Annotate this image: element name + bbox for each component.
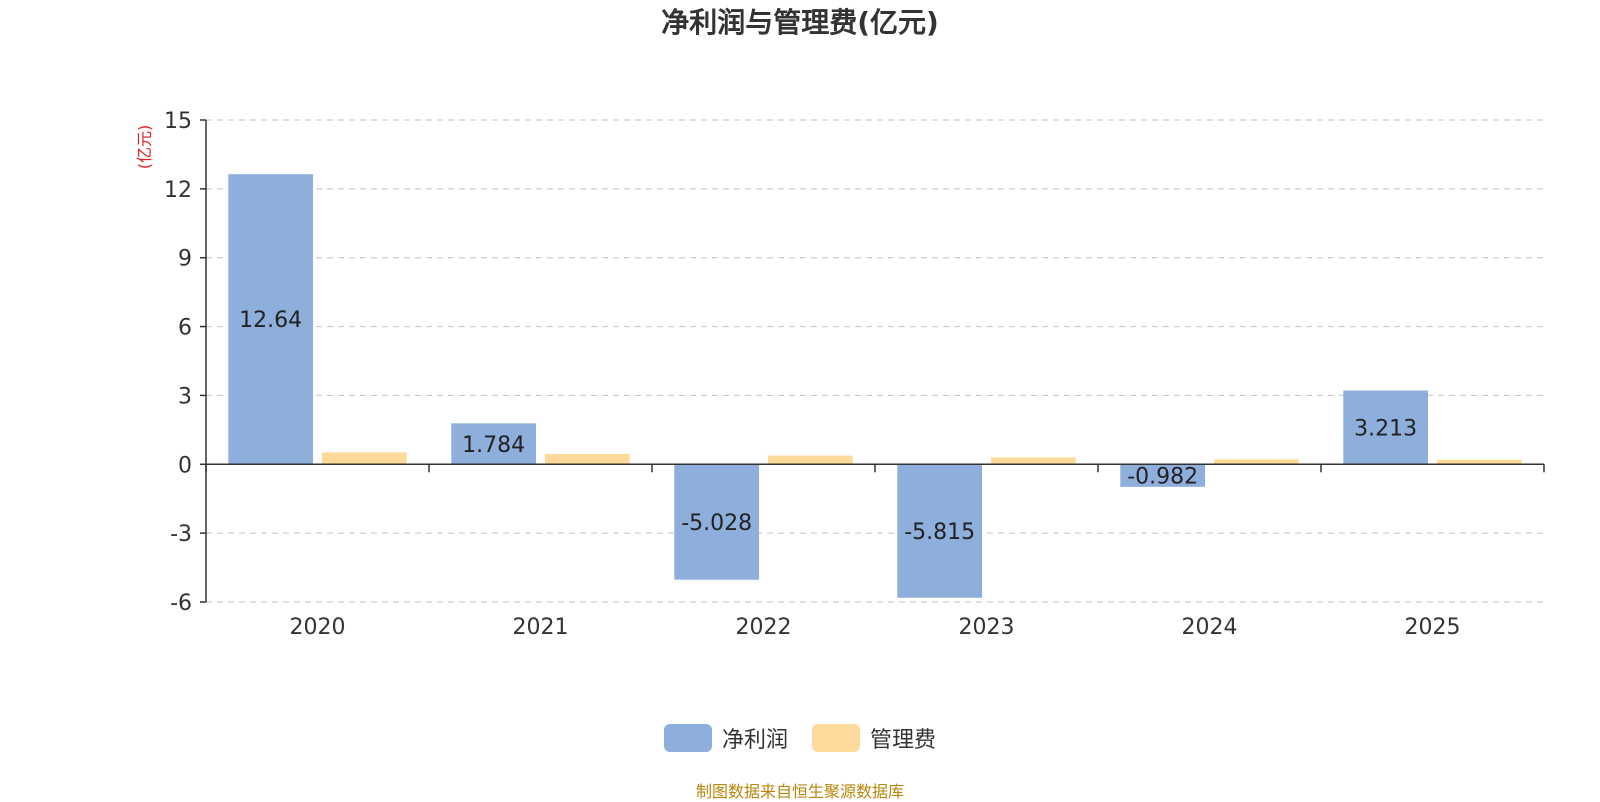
y-tick-label: 3 (178, 384, 192, 409)
legend-label-net-profit: 净利润 (721, 728, 788, 753)
data-label: -0.982 (1127, 465, 1198, 490)
y-tick-label: 15 (164, 109, 192, 134)
data-label: 12.64 (239, 308, 302, 333)
grid-lines (206, 119, 1544, 603)
bars (228, 174, 1522, 598)
y-tick-label: 6 (178, 316, 192, 341)
bar-mgmt-fee (1436, 459, 1522, 465)
legend-item-mgmt-fee[interactable]: 管理费 (812, 722, 936, 754)
bar-net-profit (897, 464, 983, 598)
x-tick-label: 2021 (513, 615, 569, 640)
bar-mgmt-fee (990, 457, 1076, 465)
bar-net-profit (1120, 464, 1206, 487)
bar-mgmt-fee (1213, 459, 1299, 465)
legend: 净利润 管理费 (0, 722, 1600, 754)
bar-net-profit (674, 464, 760, 580)
y-tick-label: 0 (178, 453, 192, 478)
bar-mgmt-fee (767, 455, 853, 465)
axes: -6 -3 0 3 6 9 12 15 2020 2021 2022 2023 2024 2025 (164, 109, 1545, 640)
x-tick-label: 2024 (1182, 615, 1238, 640)
data-label: -5.815 (904, 520, 975, 545)
data-label: 1.784 (462, 433, 525, 458)
y-tick-label: -3 (170, 522, 192, 547)
legend-item-net-profit[interactable]: 净利润 (663, 722, 788, 754)
y-axis-label: (亿元) (135, 125, 154, 170)
bar-net-profit (1343, 390, 1429, 465)
chart-title: 净利润与管理费(亿元) (661, 6, 939, 39)
x-tick-label: 2022 (736, 615, 792, 640)
data-label: -5.028 (681, 511, 752, 536)
bar-mgmt-fee (321, 452, 407, 465)
data-source-note: 制图数据来自恒生聚源数据库 (695, 782, 904, 801)
data-labels: 12.64 1.784 -5.028 -5.815 -0.982 3.213 (239, 308, 1417, 545)
bar-net-profit (228, 174, 314, 465)
x-tick-label: 2020 (290, 615, 346, 640)
legend-label-mgmt-fee: 管理费 (870, 728, 937, 753)
y-tick-label: 12 (164, 178, 192, 203)
bar-net-profit (451, 423, 537, 465)
bar-mgmt-fee (544, 453, 630, 465)
y-tick-label: 9 (178, 247, 192, 272)
x-tick-label: 2025 (1405, 615, 1461, 640)
x-tick-label: 2023 (959, 615, 1015, 640)
y-tick-label: -6 (170, 591, 192, 616)
data-label: 3.213 (1354, 416, 1417, 441)
legend-swatch-net-profit (663, 724, 712, 752)
legend-swatch-mgmt-fee (812, 724, 860, 752)
